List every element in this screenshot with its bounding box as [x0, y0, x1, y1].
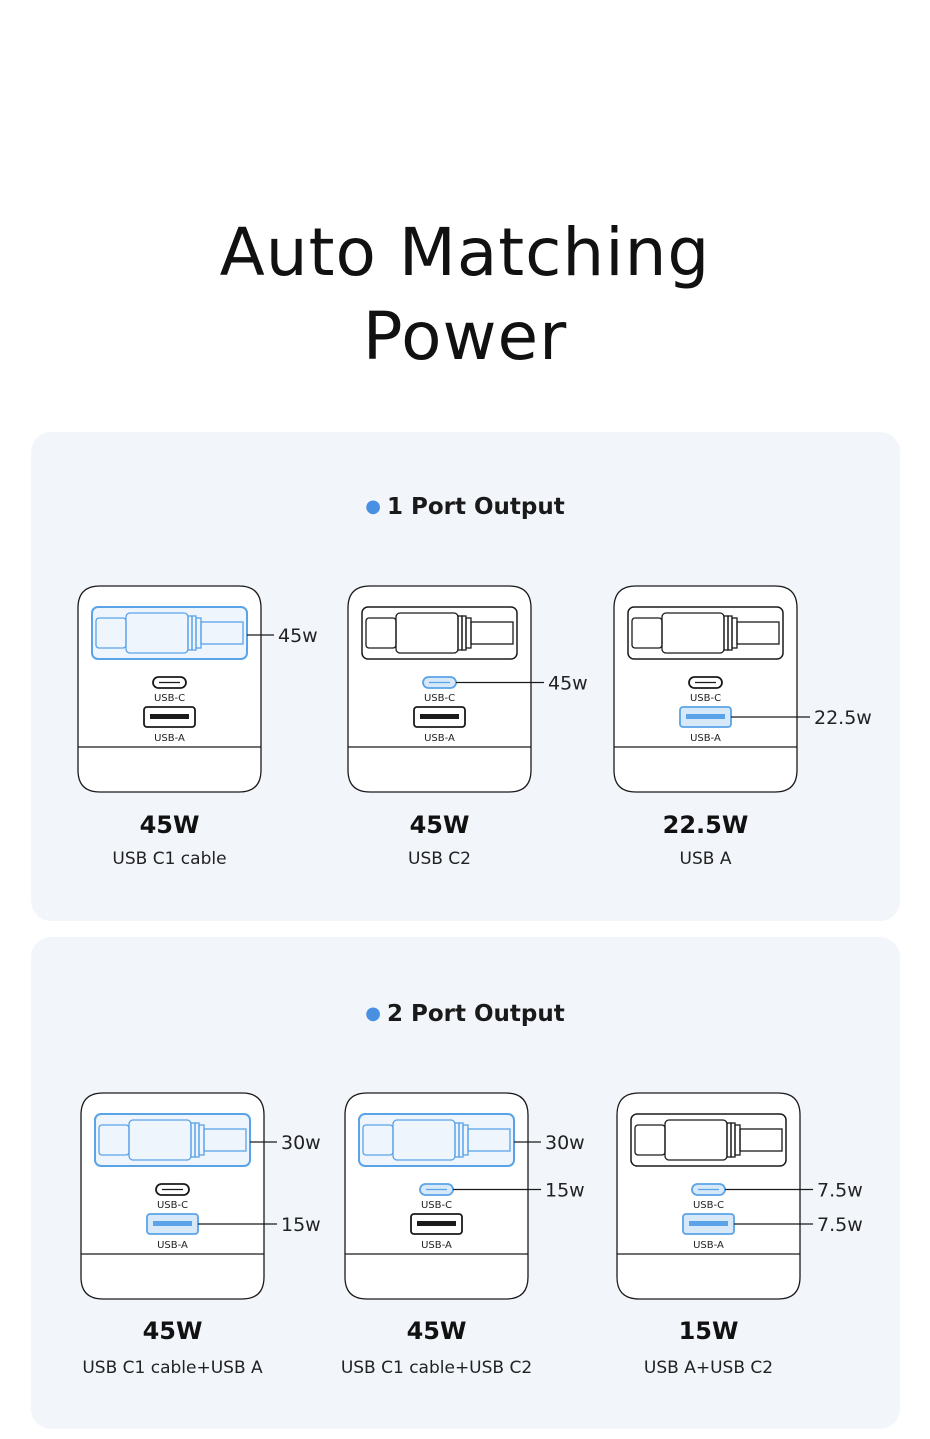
- total-wattage: 45W: [139, 811, 200, 839]
- section-heading-text: 1 Port Output: [386, 494, 565, 520]
- usb-c-label: USB-C: [424, 693, 455, 704]
- usb-c-label: USB-C: [690, 693, 721, 704]
- usb-a-callout-value: 22.5w: [814, 707, 872, 729]
- total-wattage: 22.5W: [662, 811, 749, 839]
- cable-callout-value: 30w: [545, 1132, 585, 1154]
- charger-diagram: USB-C USB-A 22.5w: [613, 585, 872, 793]
- port-description: USB C1 cable: [112, 849, 227, 869]
- charger-card: USB-C USB-A 7.5w 7.5w: [616, 1092, 863, 1300]
- port-description: USB A+USB C2: [643, 1358, 774, 1378]
- usb-c-cable-icon: [362, 1119, 511, 1161]
- port-description: USB C2: [408, 849, 471, 869]
- usb-c-cable-icon: [95, 612, 244, 654]
- charger-diagram: USB-C USB-A 30w 15w: [80, 1092, 321, 1300]
- charger-diagram: USB-C USB-A 45w: [347, 585, 588, 793]
- usb-c-cable-icon: [98, 1119, 247, 1161]
- total-wattage: 45W: [406, 1317, 467, 1345]
- cable-slot: [630, 1113, 787, 1167]
- usb-a-callout-value: 15w: [281, 1214, 321, 1236]
- section-heading-2: ●2 Port Output: [0, 999, 930, 1029]
- section-heading-1: ●1 Port Output: [0, 492, 930, 522]
- page-title-line2: Power: [362, 298, 568, 375]
- usb-c-cable-icon: [634, 1119, 783, 1161]
- usb-c-callout-value: 7.5w: [817, 1180, 863, 1202]
- port-description: USB A: [679, 849, 732, 869]
- cable-slot: [94, 1113, 251, 1167]
- cable-slot: [627, 606, 784, 660]
- usb-a-callout-value: 7.5w: [817, 1214, 863, 1236]
- charger-card: USB-C USB-A 45w: [347, 585, 588, 793]
- port-description: USB C1 cable+USB A: [82, 1358, 263, 1378]
- cable-slot: [358, 1113, 515, 1167]
- usb-a-label: USB-A: [157, 1240, 188, 1251]
- total-wattage: 45W: [142, 1317, 203, 1345]
- bullet-dot-icon: ●: [365, 1003, 381, 1024]
- usb-a-label: USB-A: [690, 733, 721, 744]
- usb-c-cable-icon: [631, 612, 780, 654]
- section-heading-text: 2 Port Output: [386, 1001, 565, 1027]
- charger-card: USB-C USB-A 22.5w: [613, 585, 872, 793]
- usb-c-label: USB-C: [693, 1200, 724, 1211]
- charger-card: USB-C USB-A 45w: [77, 585, 318, 793]
- page-title-line1: Auto Matching: [219, 214, 711, 291]
- usb-c-cable-icon: [365, 612, 514, 654]
- cable-slot: [91, 606, 248, 660]
- total-wattage: 15W: [678, 1317, 739, 1345]
- usb-c-label: USB-C: [421, 1200, 452, 1211]
- cable-callout-value: 30w: [281, 1132, 321, 1154]
- usb-c-callout-value: 15w: [545, 1180, 585, 1202]
- usb-a-label: USB-A: [424, 733, 455, 744]
- charger-card: USB-C USB-A 30w 15w: [80, 1092, 321, 1300]
- charger-card: USB-C USB-A 30w 15w: [344, 1092, 585, 1300]
- usb-c-label: USB-C: [157, 1200, 188, 1211]
- usb-a-label: USB-A: [154, 733, 185, 744]
- total-wattage: 45W: [409, 811, 470, 839]
- cable-callout-value: 45w: [278, 625, 318, 647]
- bullet-dot-icon: ●: [365, 496, 381, 517]
- port-description: USB C1 cable+USB C2: [340, 1358, 533, 1378]
- usb-c-callout-value: 45w: [548, 673, 588, 695]
- cable-slot: [361, 606, 518, 660]
- charger-diagram: USB-C USB-A 7.5w 7.5w: [616, 1092, 863, 1300]
- usb-a-label: USB-A: [421, 1240, 452, 1251]
- charger-diagram: USB-C USB-A 30w 15w: [344, 1092, 585, 1300]
- usb-c-label: USB-C: [154, 693, 185, 704]
- usb-a-label: USB-A: [693, 1240, 724, 1251]
- charger-diagram: USB-C USB-A 45w: [77, 585, 318, 793]
